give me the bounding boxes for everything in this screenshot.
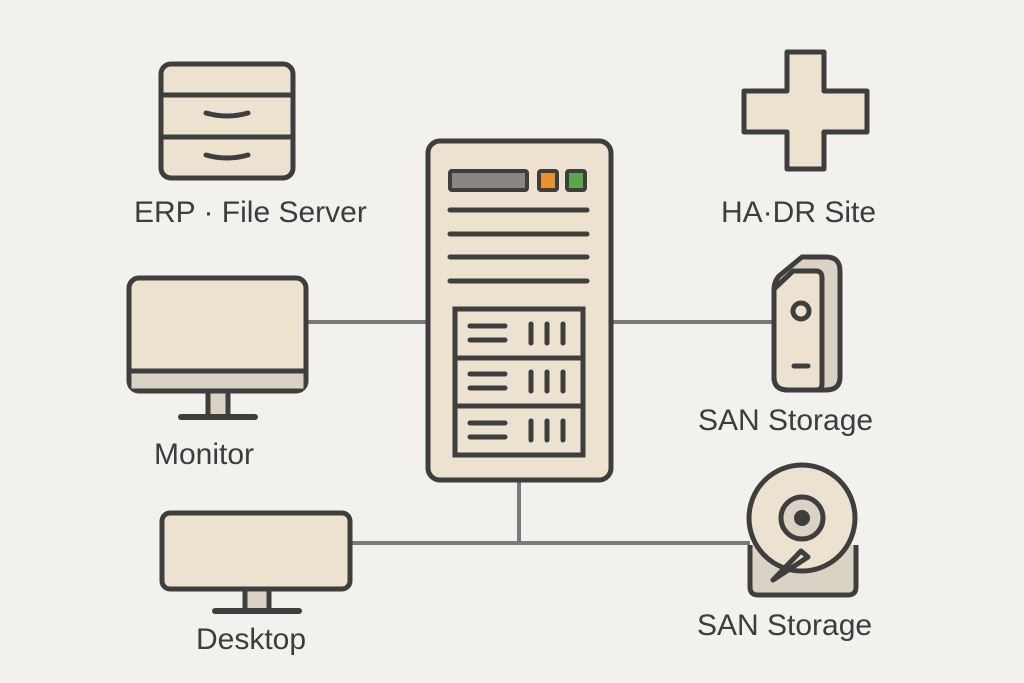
monitor-icon — [126, 275, 309, 420]
san-storage-label-1: SAN Storage — [698, 404, 874, 437]
monitor-label: Monitor — [154, 438, 255, 471]
san-storage-label-2: SAN Storage — [697, 609, 873, 642]
ha-dr-site-label: HA·DR Site — [721, 196, 877, 229]
erp-file-server-label: ERP · File Server — [134, 196, 367, 229]
cross-icon — [741, 49, 870, 172]
storage-device-icon — [771, 254, 843, 393]
server-tower-icon — [425, 138, 614, 483]
desktop-label: Desktop — [196, 623, 307, 656]
hard-disk-icon — [746, 462, 859, 598]
desktop-icon — [159, 510, 353, 614]
file-cabinet-icon — [158, 61, 296, 181]
connectors — [306, 320, 772, 545]
